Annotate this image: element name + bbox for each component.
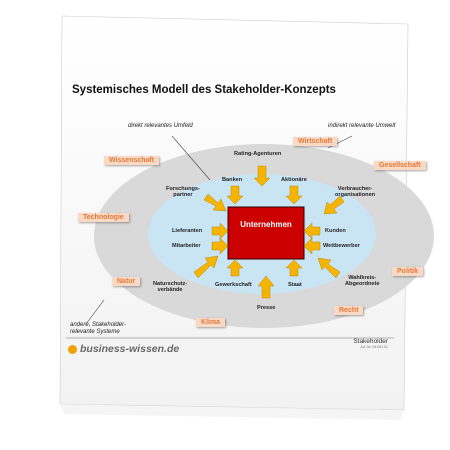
center-box <box>227 206 305 260</box>
annotation-direkt: direkt relevantes Umfeld <box>128 123 193 129</box>
diagram-title: Systemisches Modell des Stakeholder-Konz… <box>72 84 336 96</box>
label-naturschutzverbaende: Naturschutz- verbände <box>153 281 188 294</box>
tag-gesellschaft: Gesellschaft <box>374 161 426 170</box>
paper-shadow <box>60 404 404 420</box>
center-label-unternehmen: Unternehmen <box>240 220 292 229</box>
leader-andere <box>85 299 105 325</box>
tag-recht: Recht <box>334 306 364 315</box>
label-wahlkreis-abgeordnete: Wahlkreis- Abgeordnete <box>345 275 380 288</box>
brand-dot-icon <box>68 345 77 354</box>
arrow-lieferanten <box>211 222 229 240</box>
leader-indirekt <box>327 135 353 149</box>
arrow-wahlkreis <box>317 257 341 279</box>
footer-doc-id: Art.-Nr. 06.051.01 <box>360 345 388 349</box>
label-verbraucherorganisationen: Verbraucher- organisationen <box>335 186 376 199</box>
arrow-rating <box>253 165 271 187</box>
arrow-presse <box>257 275 275 299</box>
brand-name: business-wissen.de <box>80 343 180 355</box>
tag-wirtschaft: Wirtschaft <box>293 137 338 146</box>
label-kunden: Kunden <box>325 228 346 234</box>
tag-technologie: Technologie <box>78 213 129 222</box>
tag-wissenschaft: Wissenschaft <box>104 156 160 165</box>
arrow-forschung <box>203 193 227 212</box>
annotation-andere: andere, Stakeholder- relevante Systeme <box>70 322 126 335</box>
footer-info: Stakeholder Art.-Nr. 06.051.01 <box>353 338 388 349</box>
tag-klima: Klima <box>196 318 226 327</box>
arrow-wettbewerber <box>303 237 321 255</box>
label-wettbewerber: Wettbewerber <box>323 243 360 249</box>
arrow-banken <box>226 185 244 205</box>
arrow-verbraucher <box>323 195 345 215</box>
label-forschungspartner: Forschungs- partner <box>166 186 200 199</box>
annotation-indirekt: indirekt relevante Umwelt <box>328 123 396 129</box>
label-gewerkschaft: Gewerkschaft <box>215 282 252 288</box>
arrow-mitarbeiter <box>211 237 229 255</box>
footer-doc-title: Stakeholder <box>353 338 388 345</box>
label-rating-agenturen: Rating-Agenturen <box>234 151 282 157</box>
arrow-staat <box>285 259 303 277</box>
arrow-kunden <box>303 222 321 240</box>
arrow-aktionaere <box>285 185 303 205</box>
label-lieferanten: Lieferanten <box>172 228 203 234</box>
leader-direkt <box>171 135 211 181</box>
tag-politik: Politik <box>392 267 424 276</box>
arrow-gewerkschaft <box>226 259 244 277</box>
label-aktionaere: Aktionäre <box>281 177 307 183</box>
label-banken: Banken <box>222 177 243 183</box>
tag-natur: Natur <box>112 277 141 286</box>
label-mitarbeiter: Mitarbeiter <box>172 243 201 249</box>
arrow-naturschutz <box>193 255 219 279</box>
label-staat: Staat <box>288 282 302 288</box>
label-presse: Presse <box>257 305 276 311</box>
